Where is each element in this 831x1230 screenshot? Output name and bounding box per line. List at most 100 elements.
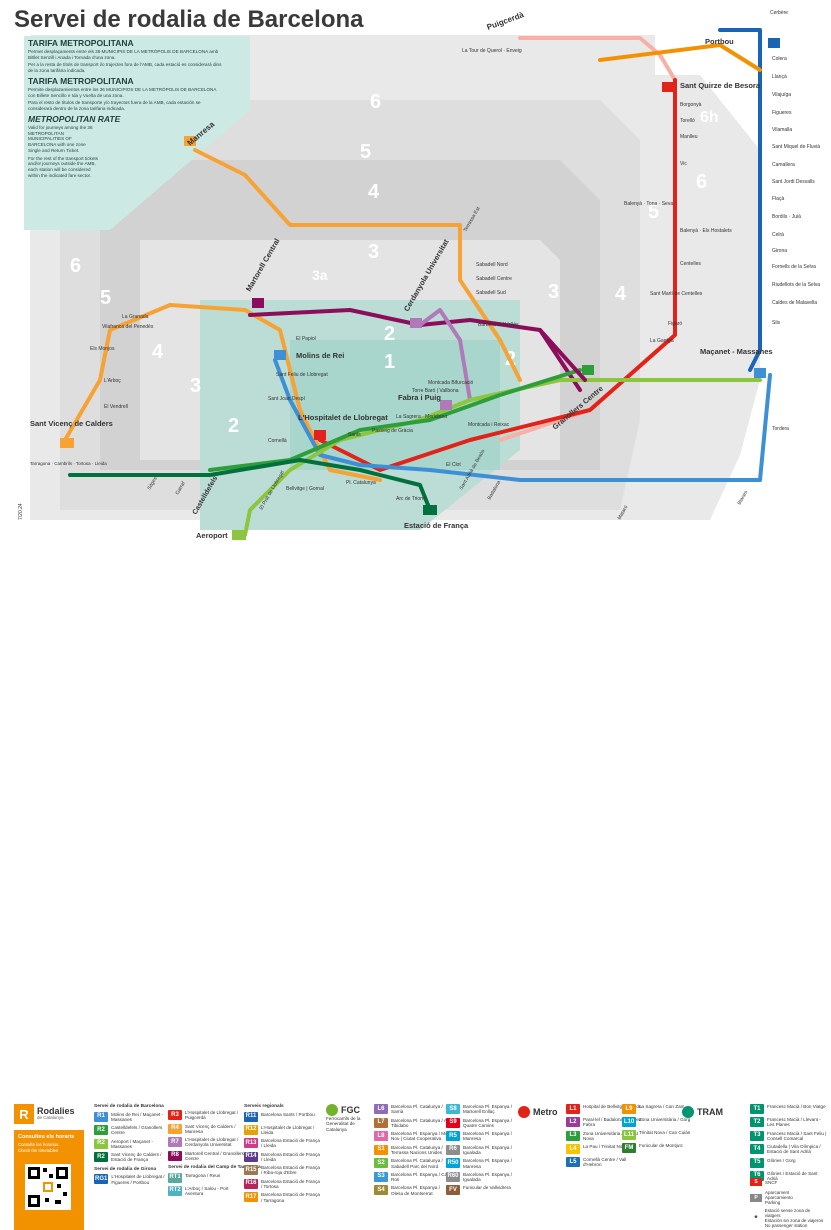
line-badge-l7: L7 (374, 1117, 388, 1128)
line-route-text: Cornellà Centre / Vall d'Hebron (583, 1157, 627, 1168)
label-la-granada: La Granada (122, 314, 149, 320)
station-marker-hospitalet[interactable] (314, 430, 326, 440)
line-badge-l9: L9 (622, 1104, 636, 1114)
line-route-text: Barcelona Pl. Espanya / Manresa (463, 1131, 513, 1142)
line-route-text: Trinitat Nova / Can Cuiàs (639, 1130, 691, 1135)
label-bellvitge: Bellvitge | Gornal (286, 486, 324, 492)
station-marker-manresa[interactable] (184, 136, 196, 146)
label-celra: Celrà (772, 232, 784, 238)
label-sant-marti: Sant Martí de Centelles (650, 291, 703, 297)
line-badge-s1: S1 (374, 1144, 388, 1155)
station-marker-r3-sant-quirze[interactable] (662, 82, 674, 92)
line-badge-fv: FV (446, 1185, 460, 1196)
fgc-brand: FGC (326, 1104, 360, 1116)
station-marker-sant-vicenc[interactable] (60, 438, 74, 448)
line-r7 (418, 308, 472, 402)
line-badge-r3: R3 (168, 1110, 182, 1120)
line-badge-rt2: RT2 (168, 1185, 182, 1196)
line-route-text: Barcelona Pl. Espanya / Igualada (463, 1171, 513, 1183)
station-marker-martorell[interactable] (252, 298, 264, 308)
station-marker-portbou[interactable] (768, 38, 780, 48)
parking-key: P Aparcament Aparcamiento Parking (750, 1190, 826, 1205)
tarifa-heading-en: METROPOLITAN RATE (28, 113, 121, 124)
network-map[interactable]: 6 6 6 6h 5 5 5 4 4 4 3 3 3 3a 2 2 2 1 (0, 0, 831, 548)
line-badge-r2: R2 (94, 1125, 108, 1136)
fgc-logo-icon (326, 1104, 338, 1116)
line-badge-r2s: R2 (94, 1152, 108, 1163)
line-route-text: Molins de Rei / Maçanet - Massanes (111, 1111, 164, 1122)
line-badge-t1: T1 (750, 1104, 764, 1114)
label-placa-catalunya: Pl. Catalunya (346, 480, 376, 486)
qr-code-icon[interactable] (25, 1164, 71, 1210)
map-title: Servei de rodalia de Barcelona (14, 6, 364, 33)
station-marker-cerdanyola[interactable] (410, 318, 422, 328)
label-puigcerda: Puigcerdà (486, 10, 526, 32)
label-girona: Girona (772, 248, 787, 254)
label-tordera: Tordera (772, 426, 789, 432)
line-r2 (208, 368, 582, 472)
zone-5-label: 5 (360, 141, 371, 163)
line-badge-s4: S4 (374, 1185, 388, 1196)
station-markers[interactable] (60, 38, 780, 540)
label-cerbere: Cerbère (770, 10, 788, 16)
tarifa-heading-ca: TARIFA METROPOLITANA (28, 38, 134, 48)
label-montcada-bifurcacio: Montcada Bifurcació (428, 380, 474, 386)
tarifa-text-es: Permite desplazamientos entre los 36 MUN… (28, 86, 217, 98)
line-route-text: Francesc Macià / Bon Viatge (767, 1104, 826, 1109)
label-sant-joan-despi: Sant Joan Despí (268, 396, 306, 402)
tarifa-panel: TARIFA METROPOLITANA Permet desplaçament… (24, 36, 236, 226)
zone-3-label: 3 (368, 241, 379, 263)
tram-name: TRAM (697, 1107, 723, 1117)
line-badge-r16: R16 (244, 1178, 258, 1189)
line-route-text: Barcelona Estació de França / Tortosa (261, 1178, 320, 1190)
label-sant-vicenc: Sant Vicenç de Calders (30, 419, 113, 428)
line-badge-r4: R4 (168, 1123, 182, 1134)
timetable-panel[interactable]: Consulteu els horaris Consulte los horar… (14, 1130, 84, 1230)
station-marker-macanet[interactable] (754, 368, 766, 378)
line-route-text: L'Hospitalet de Llobregat / Figueres / P… (111, 1174, 165, 1185)
fgc-sub: Ferrocarrils de la Generalitat de Catalu… (326, 1116, 361, 1132)
rodalies-logo-icon: R (14, 1104, 34, 1124)
line-badge-l4: L4 (566, 1144, 580, 1155)
line-rg1 (718, 28, 762, 372)
station-marker-molins[interactable] (274, 350, 286, 360)
label-balenya-h: Balenyà · Els Hostalets (680, 228, 732, 234)
timetable-sub-es: Consulte los horarios (18, 1141, 59, 1147)
label-hospitalet: L'Hospitalet de Llobregat (298, 413, 388, 422)
line-route-text: Barcelona Pl. Catalunya / Sarrià (391, 1104, 443, 1115)
line-badge-t3: T3 (750, 1130, 764, 1141)
rodalies-name: Rodalies (37, 1106, 75, 1117)
zone-3-label-right: 3 (548, 281, 559, 303)
label-sants: Sants (348, 432, 361, 438)
station-marker-fabra[interactable] (440, 400, 452, 410)
label-el-clot: El Clot (446, 462, 461, 468)
station-marker-granollers[interactable] (582, 365, 594, 375)
station-marker-aeroport[interactable] (232, 530, 246, 540)
line-badge-l10: L10 (622, 1117, 636, 1127)
line-badge-r7: R7 (168, 1137, 182, 1148)
zone-5-label-right: 5 (648, 201, 659, 223)
line-r4-north (193, 148, 522, 382)
metro-logo-icon (518, 1106, 530, 1118)
station-marker-estacio-franca[interactable] (423, 505, 437, 515)
line-badge-r15: R15 (244, 1165, 258, 1176)
line-badge-r11: R11 (244, 1111, 258, 1122)
metro-name: Metro (533, 1107, 558, 1117)
label-riudellots: Riudellots de la Selva (772, 282, 820, 288)
